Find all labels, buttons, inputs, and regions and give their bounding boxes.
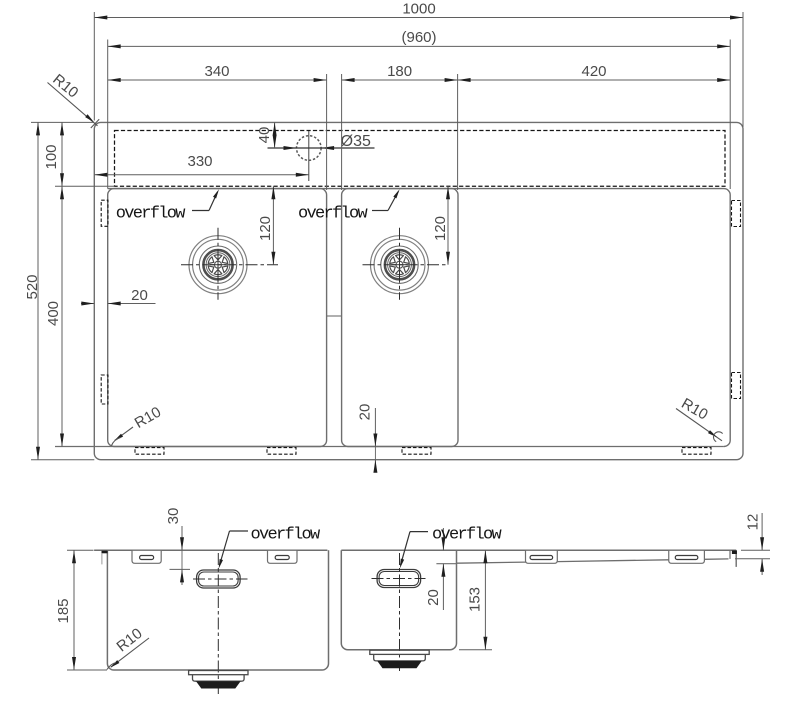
svg-text:overflow: overflow bbox=[298, 205, 369, 224]
svg-text:520: 520 bbox=[24, 274, 41, 299]
svg-text:30: 30 bbox=[165, 508, 182, 525]
svg-text:40: 40 bbox=[256, 127, 273, 144]
svg-text:overflow: overflow bbox=[116, 205, 187, 224]
svg-text:120: 120 bbox=[432, 216, 449, 241]
svg-text:12: 12 bbox=[744, 514, 761, 531]
svg-text:420: 420 bbox=[581, 63, 606, 80]
svg-text:180: 180 bbox=[387, 63, 412, 80]
svg-text:330: 330 bbox=[187, 153, 212, 170]
svg-text:153: 153 bbox=[466, 587, 483, 612]
svg-text:overflow: overflow bbox=[251, 526, 322, 545]
svg-text:120: 120 bbox=[257, 216, 274, 241]
svg-text:100: 100 bbox=[43, 144, 60, 169]
svg-text:(960): (960) bbox=[401, 29, 436, 46]
svg-text:20: 20 bbox=[131, 287, 148, 304]
svg-text:400: 400 bbox=[45, 301, 62, 326]
svg-text:20: 20 bbox=[356, 404, 373, 421]
svg-text:20: 20 bbox=[425, 589, 442, 606]
svg-text:Ø35: Ø35 bbox=[341, 133, 371, 150]
svg-text:1000: 1000 bbox=[402, 0, 435, 17]
svg-text:185: 185 bbox=[55, 598, 72, 623]
svg-text:340: 340 bbox=[204, 63, 229, 80]
svg-text:overflow: overflow bbox=[432, 526, 503, 545]
